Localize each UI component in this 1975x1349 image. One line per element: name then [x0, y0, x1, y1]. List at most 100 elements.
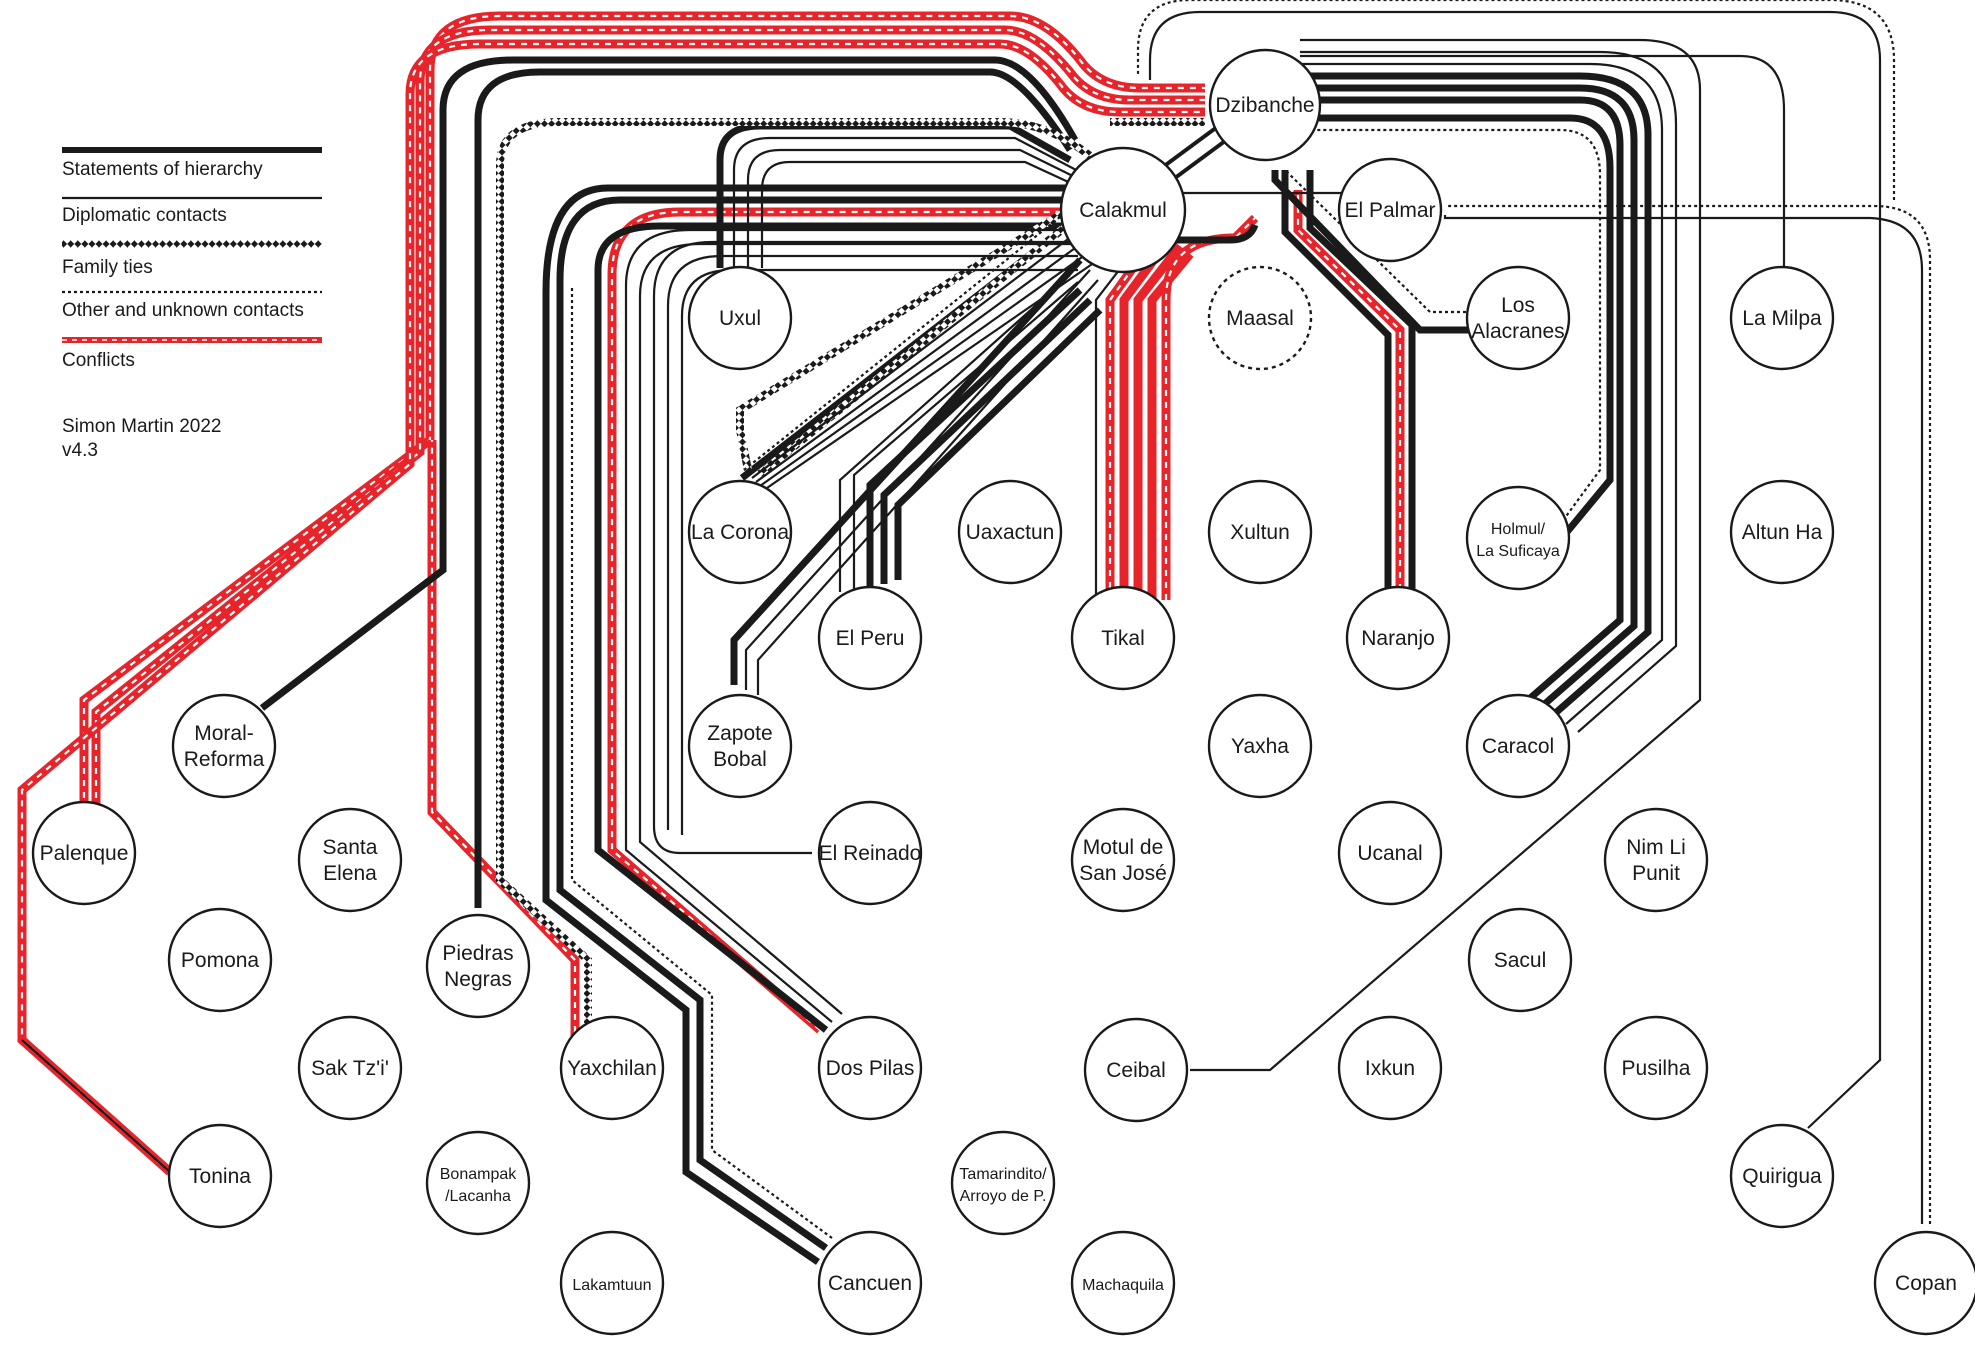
site-circle [817, 585, 923, 691]
hierarchy-uxul [716, 122, 1072, 268]
site-maasal: Maasal [1207, 265, 1313, 371]
site-machaquila: Machaquila [1070, 1230, 1176, 1336]
site-circle [1729, 265, 1835, 371]
connections-layer [17, 0, 1932, 1265]
site-lakamtuun: Lakamtuun [559, 1230, 665, 1336]
site-sacul: Sacul [1467, 907, 1573, 1013]
site-naranjo: Naranjo [1345, 585, 1451, 691]
hierarchy-cancuen [556, 196, 1070, 1251]
site-uaxactun: Uaxactun [957, 479, 1063, 585]
site-circle [171, 693, 277, 799]
diplomatic-quirigua [1148, 10, 1882, 1129]
site-label: Nim Li [1626, 836, 1686, 859]
site-label: Tikal [1101, 627, 1145, 650]
site-circle [1465, 693, 1571, 799]
site-label: Bonampak [440, 1166, 517, 1183]
site-label: Ixkun [1365, 1057, 1415, 1080]
site-circle [1873, 1230, 1975, 1336]
site-el-peru: El Peru [817, 585, 923, 691]
site-dos-pilas: Dos Pilas [817, 1015, 923, 1121]
site-caracol: Caracol [1465, 693, 1571, 799]
site-circle [1337, 800, 1443, 906]
diplomatic-dospilas-calakmul [624, 228, 1078, 1023]
site-label: San José [1079, 862, 1167, 885]
site-label: Tonina [189, 1165, 251, 1188]
legend-label-hierarchy: Statements of hierarchy [62, 159, 263, 180]
diplomatic-elperu [838, 274, 1071, 592]
legend-label-family: Family ties [62, 257, 153, 278]
site-label: Ucanal [1357, 842, 1422, 865]
diplomatic-zapote [744, 269, 1091, 690]
credit-author: Simon Martin 2022 [62, 416, 221, 437]
site-uxul: Uxul [687, 265, 793, 371]
family-yaxchilan-calakmul [496, 118, 1098, 1068]
site-circle [1467, 907, 1573, 1013]
site-label: La Milpa [1742, 307, 1822, 330]
site-calakmul: Calakmul [1059, 146, 1187, 274]
site-label: Holmul/ [1491, 521, 1546, 538]
legend-label-diplomatic: Diplomatic contacts [62, 205, 227, 226]
site-ixkun: Ixkun [1337, 1015, 1443, 1121]
site-label: Lakamtuun [572, 1277, 651, 1294]
site-la-milpa: La Milpa [1729, 265, 1835, 371]
site-label: Negras [444, 968, 512, 991]
site-circle [817, 800, 923, 906]
site-label: Reforma [184, 748, 265, 771]
site-circle [1603, 807, 1709, 913]
site-yaxha: Yaxha [1207, 693, 1313, 799]
site-circle [687, 479, 793, 585]
site-label: La Suficaya [1476, 543, 1560, 560]
credit-version: v4.3 [62, 440, 98, 461]
site-circle [1070, 1230, 1176, 1336]
site-tikal: Tikal [1070, 585, 1176, 691]
site-label: Altun Ha [1742, 521, 1823, 544]
site-circle [1207, 693, 1313, 799]
site-label: Piedras [442, 942, 513, 965]
site-label: Motul de [1083, 836, 1164, 859]
site-label: Tamarindito/ [959, 1166, 1047, 1183]
legend-item-conflicts: Conflicts [62, 337, 322, 371]
site-motul: Motul de San José [1070, 807, 1176, 913]
site-label: /Lacanha [445, 1188, 511, 1205]
site-circle [1208, 48, 1322, 162]
site-pomona: Pomona [167, 907, 273, 1013]
diplomatic-ceibal [1190, 38, 1702, 1072]
hierarchy-caracol [1276, 96, 1624, 703]
diplomatic-connections [21, 10, 1924, 1224]
site-label: Sak Tz'i' [311, 1057, 389, 1080]
site-circle [1337, 1015, 1443, 1121]
site-circle [297, 807, 403, 913]
site-altun-ha: Altun Ha [1729, 479, 1835, 585]
site-circle [1603, 1015, 1709, 1121]
site-label: Palenque [40, 842, 129, 865]
site-sak-tzi: Sak Tz'i' [297, 1015, 403, 1121]
hierarchy-naranjo [1281, 170, 1392, 590]
site-label: Machaquila [1082, 1277, 1164, 1294]
site-moral-reforma: Moral-Reforma [171, 693, 277, 799]
site-circle [687, 693, 793, 799]
site-tamarindito: Tamarindito/Arroyo de P. [950, 1130, 1056, 1236]
conflict-tonina-dzibanche [17, 39, 1205, 1176]
legend-item-other: Other and unknown contacts [62, 290, 322, 321]
site-label: Copan [1895, 1272, 1957, 1295]
site-circle [817, 1230, 923, 1336]
site-ucanal: Ucanal [1337, 800, 1443, 906]
site-el-reinado: El Reinado [817, 800, 923, 906]
site-pusilha: Pusilha [1603, 1015, 1709, 1121]
conflict-palenque-calakmul [79, 11, 1205, 810]
legend-item-hierarchy: Statements of hierarchy [62, 147, 322, 180]
site-label: Sacul [1494, 949, 1547, 972]
diplomatic-uxul-1 [732, 136, 1081, 268]
site-label: Alacranes [1471, 320, 1564, 343]
site-circle [1337, 157, 1443, 263]
conflict-connections [17, 11, 1405, 1176]
site-circle [1207, 265, 1313, 371]
site-circle [1207, 479, 1313, 585]
site-circle [1345, 585, 1451, 691]
site-circle [1465, 265, 1571, 371]
